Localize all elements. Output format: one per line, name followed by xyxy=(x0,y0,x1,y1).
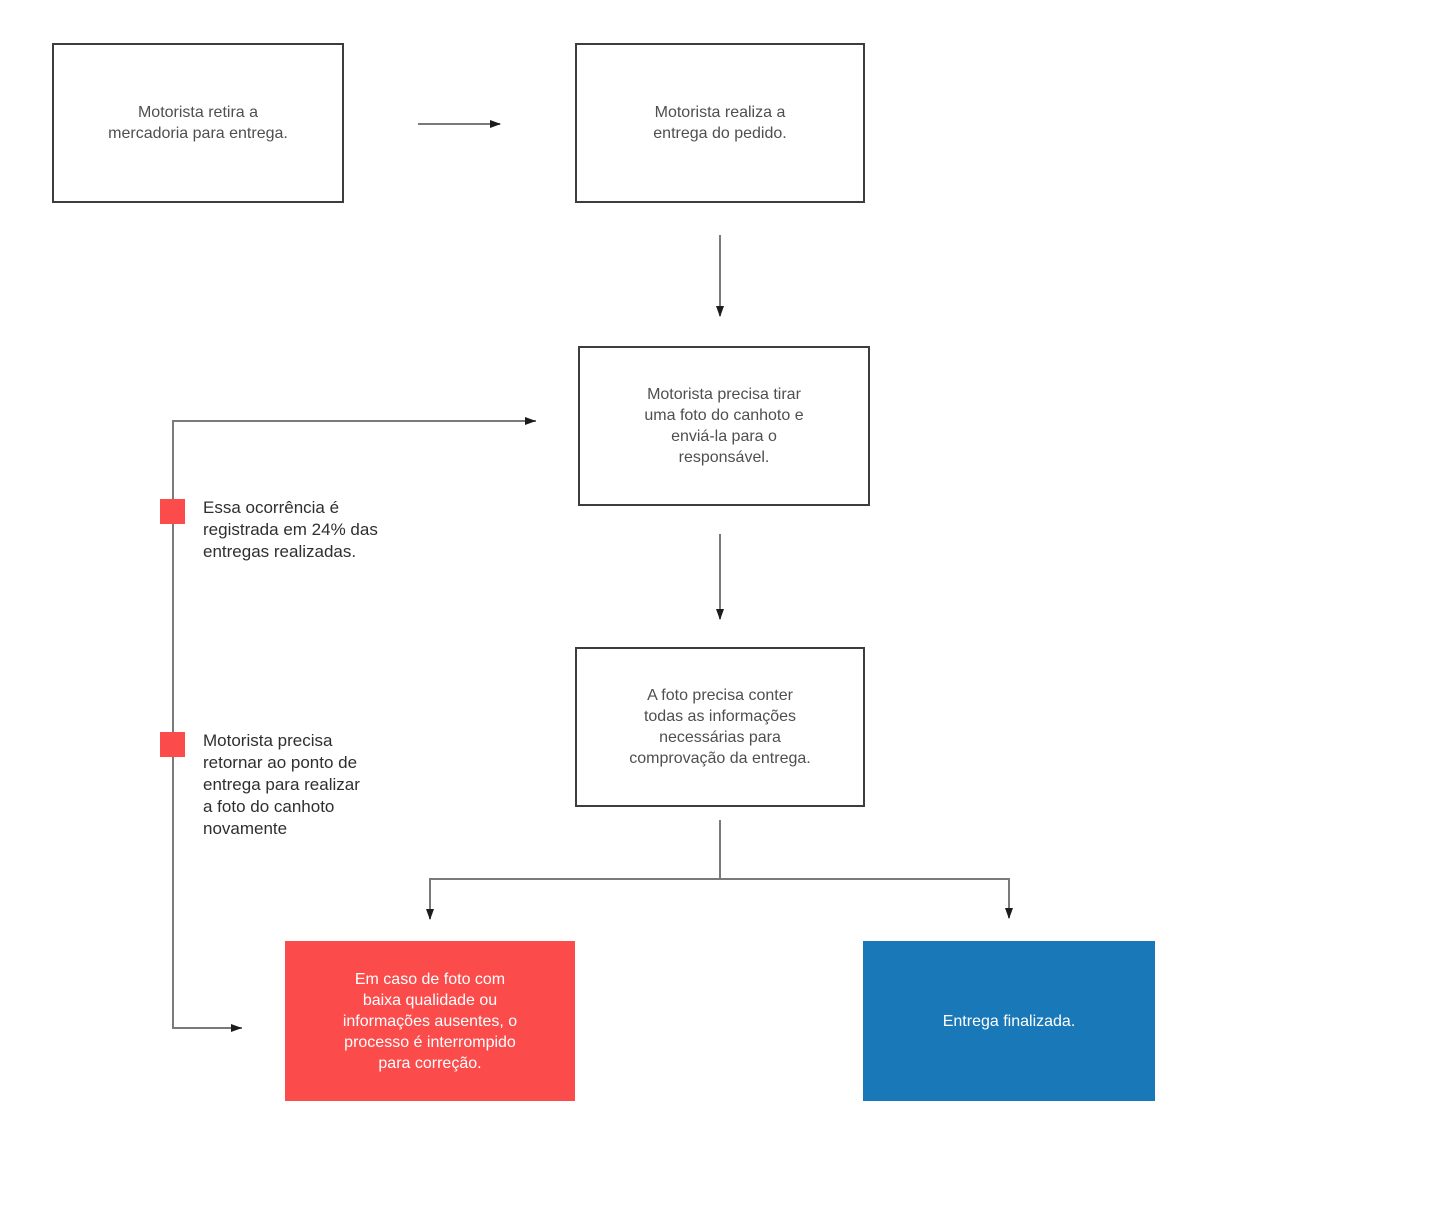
flow-node-deliver: Motorista realiza a entrega do pedido. xyxy=(575,43,865,203)
flow-node-finished: Entrega finalizada. xyxy=(863,941,1155,1101)
red-square-marker-icon xyxy=(160,499,185,524)
edge-loopback-to-photo-arrow xyxy=(172,417,536,1029)
red-square-marker-icon xyxy=(160,732,185,757)
flow-node-photo: Motorista precisa tirar uma foto do canh… xyxy=(578,346,870,506)
annotation-occurrence-rate-text: Essa ocorrência é registrada em 24% das … xyxy=(203,498,378,561)
flow-node-pickup: Motorista retira a mercadoria para entre… xyxy=(52,43,344,203)
annotation-occurrence-rate: Essa ocorrência é registrada em 24% das … xyxy=(160,498,378,563)
edge-requirements-branch-bar xyxy=(429,820,1010,880)
annotation-return-note-text: Motorista precisa retornar ao ponto de e… xyxy=(203,731,360,838)
flow-node-interrupted: Em caso de foto com baixa qualidade ou i… xyxy=(285,941,575,1101)
flow-node-requirements: A foto precisa conter todas as informaçõ… xyxy=(575,647,865,807)
annotation-return-note: Motorista precisa retornar ao ponto de e… xyxy=(160,731,360,840)
